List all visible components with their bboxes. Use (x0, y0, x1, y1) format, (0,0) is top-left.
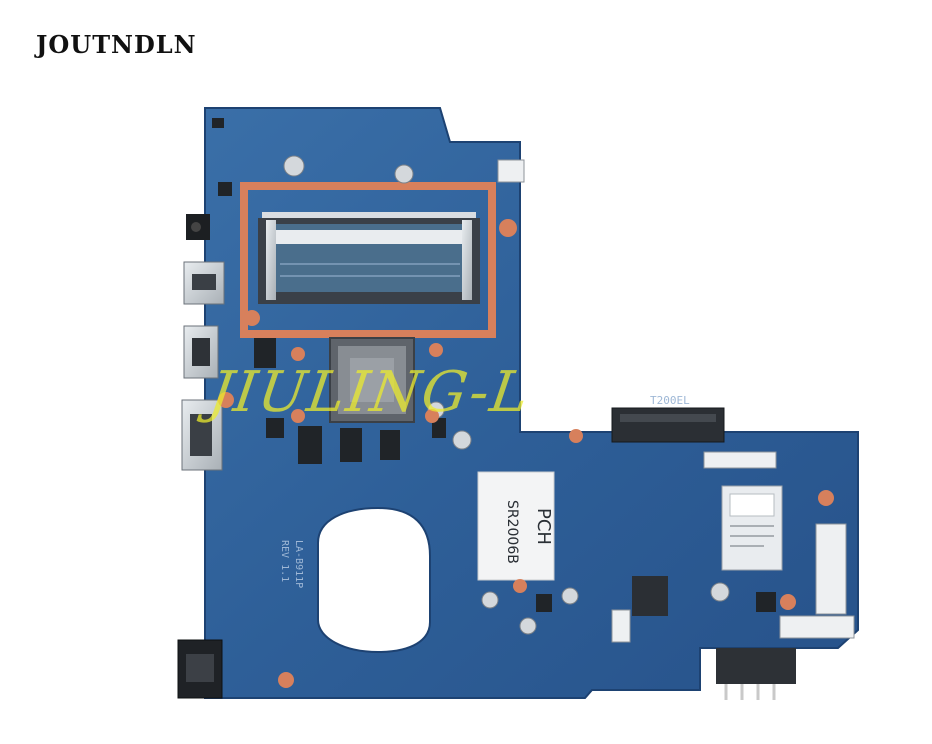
svg-text:T200EL: T200EL (650, 394, 690, 407)
svg-text:REV 1.1: REV 1.1 (279, 540, 290, 582)
cpu-chip (329, 337, 415, 423)
wifi-card (721, 485, 783, 571)
ribbon-connector (497, 159, 855, 643)
svg-text:LA-B911P: LA-B911P (293, 540, 304, 588)
svg-text:PCH: PCH (533, 508, 554, 545)
chokes (212, 118, 776, 612)
power-connector (716, 648, 796, 700)
audio-jack (186, 214, 210, 240)
sata-connector: T200EL (611, 394, 725, 443)
svg-text:SR2006B: SR2006B (504, 500, 520, 564)
vga-port (181, 399, 223, 471)
pch-chip: PCH SR2006B (477, 471, 555, 581)
brand-logo-text: JOUTNDLN (36, 30, 197, 59)
usb-port (183, 261, 225, 305)
ram-slot (258, 212, 480, 304)
mounting-pads (218, 219, 834, 688)
hdmi-port (183, 325, 219, 379)
board-cutout (317, 506, 431, 654)
ram-slot-outline (240, 182, 496, 338)
ethernet-port (177, 639, 223, 699)
